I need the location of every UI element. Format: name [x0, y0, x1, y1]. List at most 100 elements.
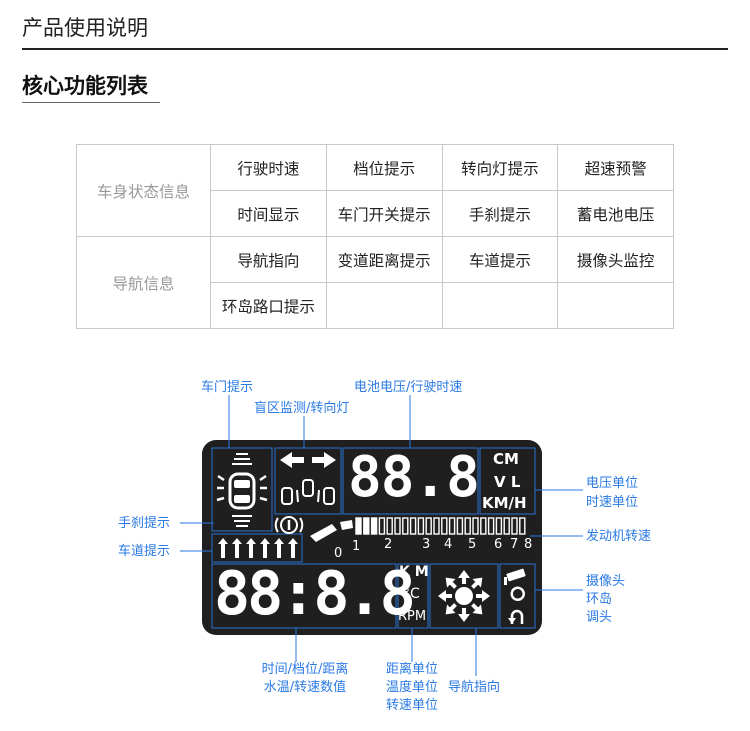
table-row: 导航信息 导航指向 变道距离提示 车道提示 摄像头监控: [76, 236, 674, 329]
callout-rpm: 发动机转速: [586, 529, 652, 544]
rpm-tick: 5: [468, 537, 477, 552]
nav-compass-icon: [455, 587, 473, 605]
rpm-segment: [511, 517, 518, 535]
title-divider: [22, 48, 728, 50]
rpm-tick: 2: [384, 537, 393, 552]
table-cell: 环岛路口提示: [210, 282, 327, 329]
rpm-segment: [363, 517, 370, 535]
lane-arrows-icon: [218, 538, 298, 558]
main-digits: 88:8.8: [214, 559, 416, 629]
rpm-segment: [378, 517, 386, 535]
table-row: 车身状态信息 行驶时速 档位提示 转向灯提示 超速预警: [76, 144, 674, 237]
speed-digits: 88.8: [348, 445, 480, 510]
table-cell: 摄像头监控: [557, 236, 674, 283]
roundabout-icon: [510, 586, 525, 601]
rpm-tick: 6: [494, 537, 503, 552]
feature-table: 车身状态信息 行驶时速 档位提示 转向灯提示 超速预警 时间显示 车门开关提示 …: [76, 144, 674, 329]
callout-camera: 摄像头: [586, 574, 626, 589]
table-cell: [325, 282, 443, 329]
group-label: 车身状态信息: [76, 144, 211, 237]
lane-arrow: [288, 538, 298, 558]
unit-rpm: RPM: [398, 609, 427, 624]
callout-lane: 车道提示: [118, 544, 171, 559]
table-cell: 手刹提示: [441, 190, 559, 237]
rpm-segment: [370, 517, 378, 535]
callout-uturn: 调头: [586, 610, 613, 625]
main-unit-region-outline: [397, 563, 429, 629]
nav-arrow: [445, 603, 457, 615]
callout-main-digits-line2: 水温/转速数值: [263, 680, 347, 695]
rpm-segment: [355, 517, 362, 535]
rpm-segment: [472, 517, 479, 535]
table-cell: 车门开关提示: [325, 190, 443, 237]
unit-kmh: KM/H: [482, 494, 527, 512]
rpm-tick: 1: [352, 539, 361, 554]
table-cell: 超速预警: [557, 144, 674, 191]
callout-roundabout: 环岛: [586, 592, 613, 607]
nav-region-outline: [429, 563, 499, 629]
camera-icon: [504, 568, 526, 585]
camera-region-outline: [499, 563, 536, 629]
rpm-segment: [425, 517, 432, 535]
unit-km: K M: [399, 564, 429, 580]
table-cell: 档位提示: [325, 144, 443, 191]
turn-signal-icon: [280, 452, 336, 468]
rpm-segment: [464, 517, 471, 535]
rpm-segment: [441, 517, 448, 535]
nav-arrow: [458, 570, 470, 584]
table-cell: 行驶时速: [210, 144, 327, 191]
callout-main-digits: 时间/档位/距离 水温/转速数值: [250, 661, 360, 697]
page-title: 产品使用说明: [22, 16, 148, 40]
table-row: 时间显示 车门开关提示 手刹提示 蓄电池电压: [77, 190, 674, 237]
table-cell: 变道距离提示: [325, 236, 443, 283]
table-cell: 蓄电池电压: [557, 190, 674, 237]
nav-arrow: [471, 603, 483, 615]
table-cell: [441, 282, 559, 329]
unit-celsius: °C: [403, 586, 420, 602]
rpm-segment: [394, 517, 401, 535]
lcd-graphics: [211, 447, 536, 629]
rpm-tick: 3: [422, 537, 431, 552]
rpm-bar: [310, 520, 353, 542]
nav-arrow: [476, 590, 490, 602]
lane-arrow: [232, 538, 242, 558]
blindspot-car-icon: [281, 479, 335, 505]
door-region-outline: [211, 447, 273, 532]
rpm-tick: 7: [510, 537, 519, 552]
rpm-segment: [503, 517, 510, 535]
callout-speed-unit: 时速单位: [586, 495, 639, 510]
rpm-segment: [487, 517, 495, 535]
speed-region-outline: [342, 447, 479, 515]
rpm-segment: [402, 517, 409, 535]
lane-arrow: [246, 538, 256, 558]
table-cell: 转向灯提示: [441, 144, 559, 191]
unit-cm: CM: [493, 450, 519, 468]
rpm-segment: [495, 517, 503, 535]
rpm-segment: [480, 517, 487, 535]
lane-arrow: [260, 538, 270, 558]
table-cell: 时间显示: [210, 190, 327, 237]
callout-battery-speed: 电池电压/行驶时速: [354, 380, 463, 395]
callout-units-line1: 距离单位: [385, 662, 438, 677]
callout-handbrake: 手刹提示: [118, 516, 171, 531]
callout-blindspot: 盲区监测/转向灯: [254, 401, 350, 416]
main-digit-region-outline: [211, 563, 397, 629]
blindspot-region-outline: [274, 447, 342, 515]
callout-units: 距离单位 温度单位 转速单位: [378, 661, 446, 715]
rpm-segment: [409, 517, 417, 535]
rpm-segments: [355, 517, 526, 535]
section-title: 核心功能列表: [22, 74, 148, 98]
callout-main-digits-line1: 时间/档位/距离: [261, 662, 349, 677]
rpm-tick: 4: [444, 537, 453, 552]
lane-arrow: [274, 538, 284, 558]
section-underline: [22, 102, 160, 103]
nav-arrow: [438, 590, 452, 602]
rpm-segment: [433, 517, 440, 535]
unit-region-outline: [479, 447, 536, 515]
rpm-segment: [448, 517, 456, 535]
rpm-segment: [417, 517, 425, 535]
callout-units-line3: 转速单位: [385, 698, 438, 713]
rpm-tick: 0: [334, 546, 343, 561]
group-label: 导航信息: [76, 236, 211, 329]
callout-nav: 导航指向: [448, 680, 501, 695]
